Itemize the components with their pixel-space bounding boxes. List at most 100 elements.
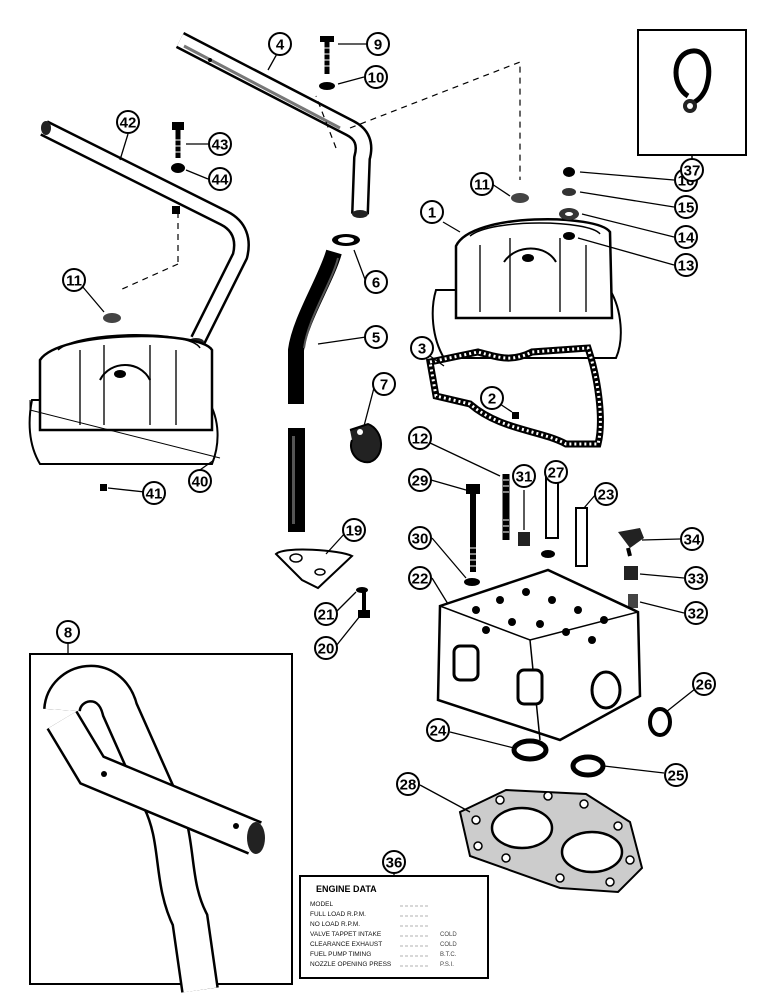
callout-number: 4: [276, 37, 285, 54]
washer-13: [563, 232, 575, 240]
screw-20: [358, 592, 370, 618]
engine-data-value: COLD: [440, 942, 457, 948]
callout-number: 13: [678, 258, 695, 275]
callout-number: 27: [548, 465, 565, 482]
callout-number: 5: [372, 330, 380, 347]
callout-number: 3: [418, 341, 426, 358]
engine-data-label: CLEARANCE EXHAUST: [310, 941, 382, 948]
washer-11-left: [103, 313, 121, 323]
callout-number: 44: [212, 172, 229, 189]
callout-number: 30: [412, 531, 429, 548]
callout-number: 14: [678, 230, 695, 247]
callout-circle: [684, 566, 708, 590]
callout-number: 8: [64, 625, 72, 642]
callout-c8: 8: [56, 620, 80, 644]
callout-number: 15: [678, 200, 695, 217]
callout-number: 29: [412, 473, 429, 490]
callout-circle: [396, 772, 420, 796]
callout-c34: 34: [680, 527, 704, 551]
engine-data-label: FULL LOAD R.P.M.: [310, 911, 366, 918]
callout-c1: 1: [420, 200, 444, 224]
callout-c22: 22: [408, 566, 432, 590]
callout-number: 1: [428, 205, 436, 222]
callout-circle: [470, 172, 494, 196]
engine-data-label: MODEL: [310, 901, 334, 908]
callout-number: 24: [430, 723, 447, 740]
callout-c10: 10: [364, 65, 388, 89]
callout-number: 32: [688, 606, 705, 623]
callout-circle: [480, 386, 504, 410]
breather-tube-upper: [175, 32, 373, 218]
callout-number: 12: [412, 431, 429, 448]
callout-number: 42: [120, 115, 137, 132]
rocker-cover-left: [28, 334, 221, 465]
callout-circle: [62, 268, 86, 292]
clip-7: [349, 422, 382, 464]
callout-circle: [692, 672, 716, 696]
plug-41: [100, 484, 107, 491]
engine-data-value: P.S.I.: [440, 962, 454, 968]
bolt-29: [466, 484, 480, 572]
nut-31: [518, 532, 530, 546]
callout-c29: 29: [408, 468, 432, 492]
callout-c30: 30: [408, 526, 432, 550]
callout-circle: [410, 336, 434, 360]
callout-circle: [208, 132, 232, 156]
callout-c6: 6: [364, 270, 388, 294]
stud-12: [502, 474, 510, 540]
cylinder-head-22: [436, 568, 642, 742]
callout-circle: [56, 620, 80, 644]
seal-26: [648, 707, 672, 737]
callout-circle: [680, 527, 704, 551]
washer-21: [356, 587, 368, 593]
callout-circle: [366, 32, 390, 56]
callout-number: 6: [372, 275, 380, 292]
callout-circle: [342, 518, 366, 542]
callout-c19: 19: [342, 518, 366, 542]
callout-c37: 37: [680, 158, 704, 182]
callout-c4: 4: [268, 32, 292, 56]
inset-breather-tube: [29, 653, 293, 993]
callout-circle: [408, 426, 432, 450]
valve-seat-25: [570, 754, 606, 778]
callout-markers: 1234567891011111213141516192021222324252…: [56, 32, 716, 874]
callout-circle: [408, 566, 432, 590]
valve-seat-24: [511, 738, 549, 762]
callout-number: 20: [318, 641, 335, 658]
fitting-34: [618, 528, 644, 557]
callout-circle: [314, 636, 338, 660]
inset-lifting-eye: [637, 29, 747, 160]
callout-c42: 42: [116, 110, 140, 134]
callout-number: 23: [598, 487, 615, 504]
callout-circle: [364, 325, 388, 349]
callout-number: 9: [374, 37, 382, 54]
gasket-3: [425, 344, 604, 448]
callout-c11a: 11: [470, 172, 494, 196]
callout-circle: [142, 481, 166, 505]
engine-data-label: VALVE TAPPET INTAKE: [310, 931, 382, 938]
callout-circle: [426, 718, 450, 742]
bushing-33: [624, 566, 638, 580]
callout-circle: [314, 602, 338, 626]
engine-data-value: B.T.C.: [440, 952, 457, 958]
callout-number: 11: [474, 177, 490, 194]
callout-c40: 40: [188, 469, 212, 493]
callout-number: 28: [400, 777, 417, 794]
callout-circle: [364, 65, 388, 89]
callout-circle: [684, 601, 708, 625]
callout-c41: 41: [142, 481, 166, 505]
engine-data-label: NO LOAD R.P.M.: [310, 921, 360, 928]
callout-circle: [268, 32, 292, 56]
callout-c44: 44: [208, 167, 232, 191]
nut-44: [171, 163, 185, 173]
callout-circle: [382, 850, 406, 874]
washer-30: [464, 578, 480, 586]
engine-data-value: COLD: [440, 932, 457, 938]
callout-circle: [674, 195, 698, 219]
callout-c5: 5: [364, 325, 388, 349]
callout-number: 36: [386, 855, 403, 872]
callout-c12: 12: [408, 426, 432, 450]
callout-number: 37: [684, 163, 701, 180]
